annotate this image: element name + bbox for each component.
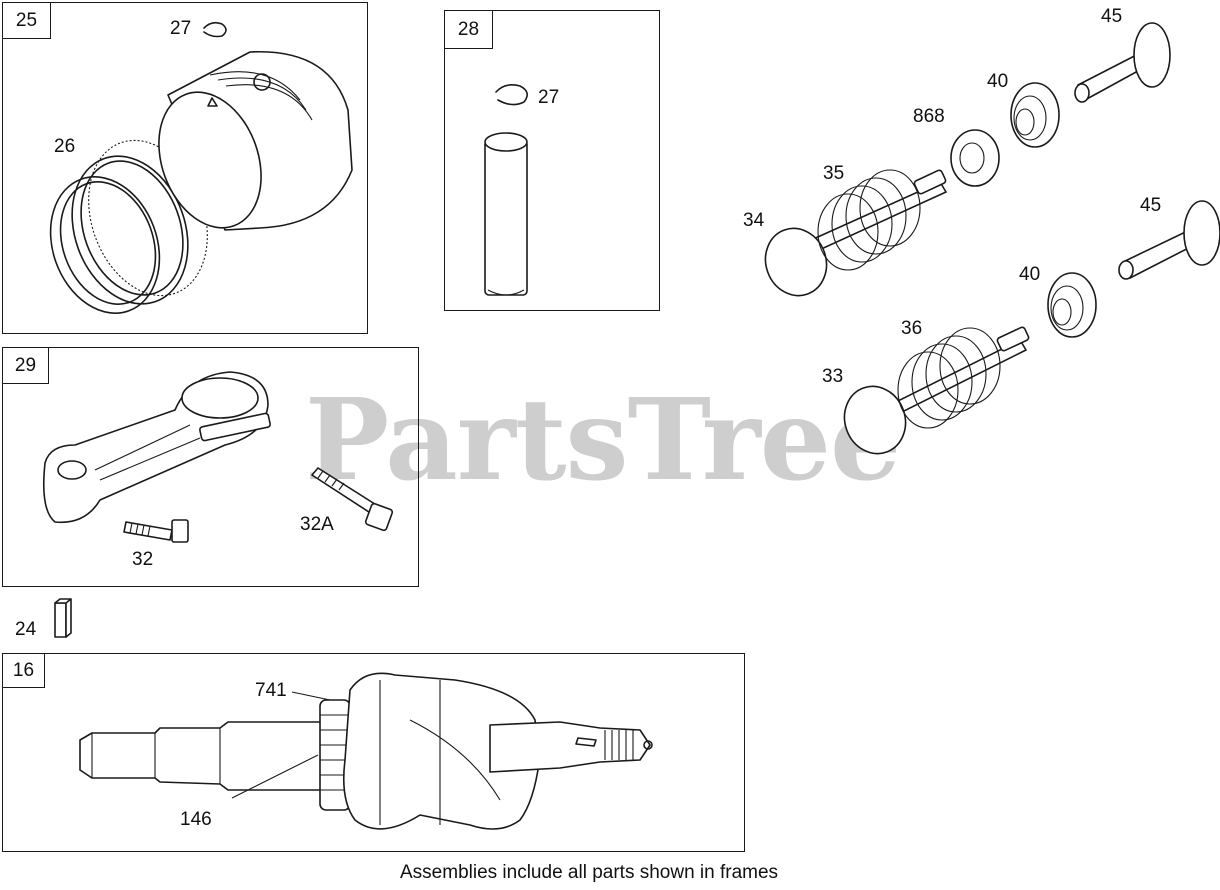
bolt-32-drawing — [123, 519, 189, 543]
piston-pin-drawing — [484, 132, 528, 296]
frame-piston-pin-assembly: 28 — [444, 10, 660, 311]
watermark: PartsTree — [305, 375, 901, 506]
callout-35: 35 — [823, 163, 845, 184]
valve-exhaust-drawing — [764, 169, 947, 297]
frame-connecting-rod-assembly: 29 — [2, 347, 419, 587]
connecting-rod-drawing — [42, 371, 271, 524]
callout-26: 26 — [54, 136, 76, 157]
callout-32a: 32A — [300, 514, 334, 535]
key-24-drawing — [54, 598, 72, 638]
frame-label-piston: 25 — [3, 3, 51, 39]
footer-note: Assemblies include all parts shown in fr… — [400, 862, 779, 883]
tappet-top-drawing — [1074, 22, 1171, 103]
callout-24: 24 — [15, 619, 37, 640]
retainer-top-drawing — [1010, 82, 1060, 148]
callout-27-pin: 27 — [538, 87, 560, 108]
callout-33: 33 — [822, 366, 844, 387]
callout-27-piston: 27 — [170, 18, 192, 39]
frame-label-rod: 29 — [3, 348, 49, 384]
crankshaft-drawing — [79, 672, 653, 830]
callout-40-top: 40 — [987, 71, 1009, 92]
callout-146: 146 — [180, 809, 212, 830]
frame-crankshaft-assembly: 16 — [2, 653, 745, 852]
frame-label-pin: 28 — [445, 11, 493, 49]
callout-32: 32 — [132, 549, 154, 570]
callout-40-bottom: 40 — [1019, 264, 1041, 285]
bolt-32a-drawing — [311, 467, 394, 532]
callout-34: 34 — [743, 210, 765, 231]
frame-piston-assembly: 25 — [2, 2, 368, 334]
retainer-clip-drawing — [203, 21, 227, 38]
callout-45-bottom: 45 — [1140, 195, 1162, 216]
callout-45-top: 45 — [1101, 6, 1123, 27]
callout-36: 36 — [901, 318, 923, 339]
callout-741: 741 — [255, 680, 287, 701]
tappet-bottom-drawing — [1118, 200, 1220, 280]
valve-intake-drawing — [843, 326, 1030, 455]
seal-drawing — [950, 129, 1000, 187]
frame-label-crank: 16 — [3, 654, 45, 688]
callout-868: 868 — [913, 106, 945, 127]
piston-drawing — [158, 50, 353, 231]
retainer-bottom-drawing — [1047, 272, 1097, 338]
